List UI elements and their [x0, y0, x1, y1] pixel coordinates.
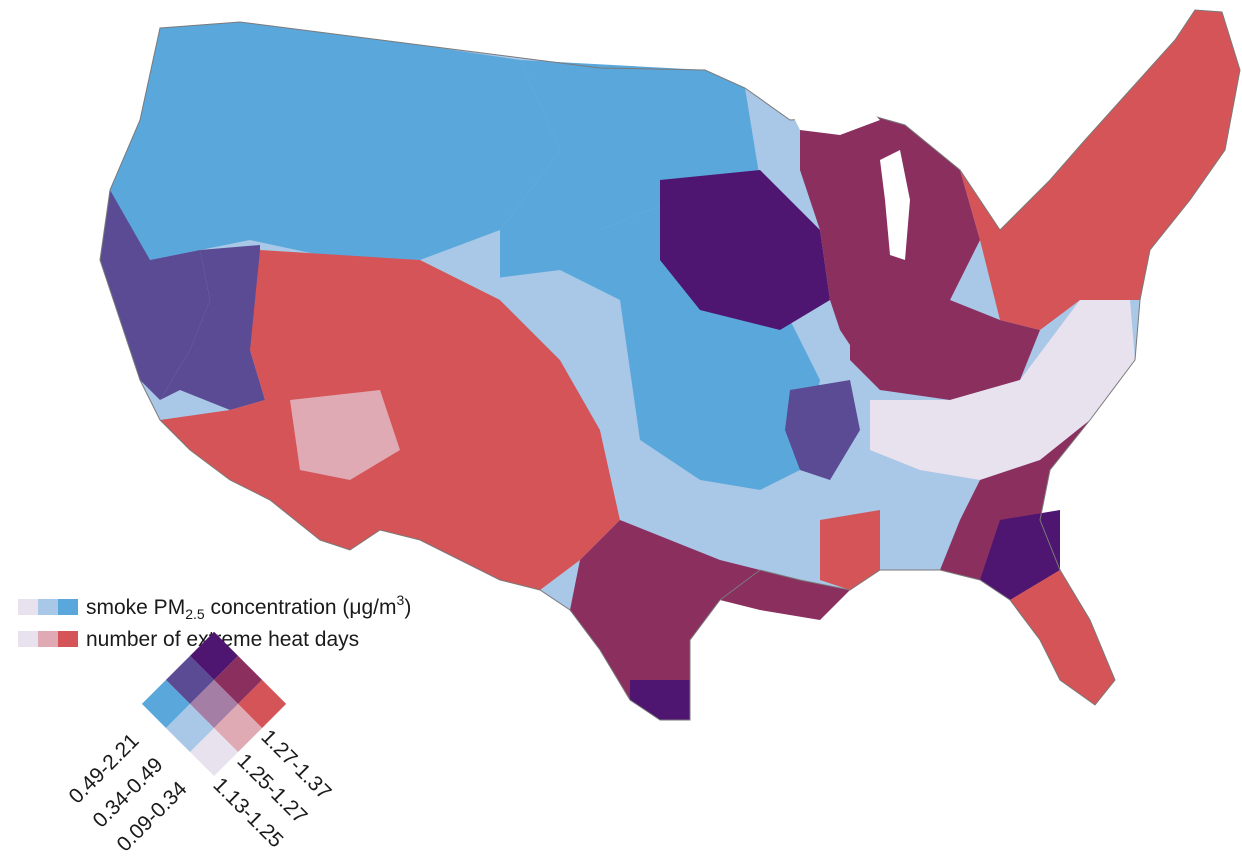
region-carolina-georgia [980, 510, 1060, 600]
region-pacific-coast [100, 190, 210, 400]
legend-heat-label: number of extreme heat days [86, 628, 359, 651]
region-central-light [480, 270, 960, 590]
region-mississippi-valley [785, 380, 860, 480]
legend-smoke-swatch-high [58, 599, 78, 615]
legend-smoke-row: smoke PM2.5 concentration (μg/m3) [18, 592, 411, 622]
region-mississippi-alabama [820, 510, 880, 590]
legend-smoke-label: smoke PM2.5 concentration (μg/m3) [86, 592, 411, 622]
region-south-texas [630, 680, 690, 720]
bivariate-key [141, 631, 287, 777]
region-upper-midwest [660, 170, 830, 330]
us-map [99, 9, 1241, 721]
key-cell-s0-h0 [190, 727, 239, 777]
region-eastern-california [160, 245, 265, 410]
lake-superior [790, 100, 880, 135]
lake-michigan [880, 150, 910, 260]
legend-heat-swatch-mid [38, 631, 58, 647]
region-northeast [960, 10, 1240, 330]
legend-heat-swatch-low [18, 631, 38, 647]
legend-heat-row: number of extreme heat days [18, 628, 359, 651]
key-cell-s1-h0 [165, 703, 215, 752]
region-florida [1010, 570, 1115, 705]
region-appalachia [870, 300, 1135, 480]
legend-smoke-swatch-low [18, 599, 38, 615]
legend-heat-swatch-high [58, 631, 78, 647]
smoke-class-labels: 0.09-0.34 0.34-0.49 0.49-2.21 [65, 729, 192, 856]
region-northwest [110, 22, 560, 260]
legend: smoke PM2.5 concentration (μg/m3) number… [18, 592, 411, 651]
us-outline [99, 9, 1241, 721]
region-southwest-light [290, 390, 400, 480]
region-southeast [940, 380, 1120, 600]
region-ohio-valley [850, 300, 1040, 400]
region-gulf-coast [570, 520, 850, 720]
legend-smoke-swatch-mid [38, 599, 58, 615]
